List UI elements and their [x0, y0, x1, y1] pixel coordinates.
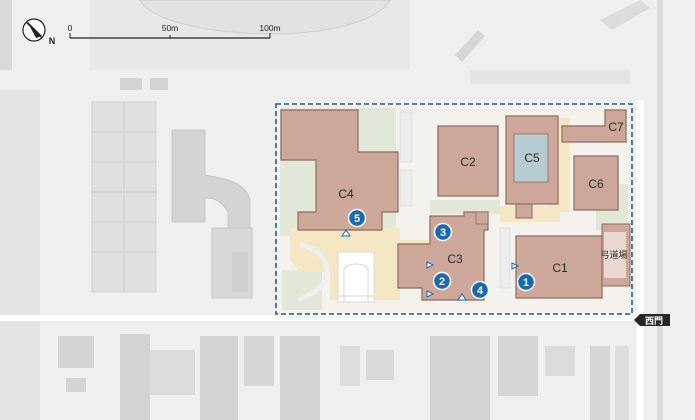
svg-text:3: 3 — [440, 227, 446, 239]
label-c6: C6 — [588, 177, 604, 191]
svg-text:2: 2 — [439, 276, 445, 288]
scale-bar: 0 50m 100m — [68, 23, 281, 39]
north-label: N — [49, 36, 56, 46]
entrance-markers — [341, 229, 520, 301]
gate-label: 西門 — [645, 316, 663, 327]
buildings — [280, 109, 631, 301]
campus-boundary — [275, 103, 633, 315]
marker-3[interactable]: 3 — [433, 222, 453, 242]
scale-tick-50m: 50m — [162, 23, 179, 33]
numbered-markers[interactable]: 1 2 3 4 5 — [347, 208, 536, 300]
svg-text:5: 5 — [354, 213, 360, 225]
building-c5-court — [513, 133, 549, 183]
svg-text:4: 4 — [477, 285, 484, 297]
marker-1[interactable]: 1 — [516, 272, 536, 292]
svg-text:1: 1 — [523, 277, 529, 289]
label-c7: C7 — [608, 120, 624, 134]
label-kyudojo: 弓道場 — [600, 249, 627, 261]
north-arrow: N — [22, 18, 56, 46]
surrounding-features — [0, 0, 663, 420]
label-c4: C4 — [338, 187, 354, 201]
west-gate-tag[interactable]: 西門 — [634, 314, 670, 327]
building-c2[interactable] — [437, 125, 499, 197]
scale-tick-100m: 100m — [259, 23, 280, 33]
label-c2: C2 — [460, 155, 476, 169]
label-c1: C1 — [552, 261, 568, 275]
label-c5: C5 — [524, 151, 540, 165]
marker-2[interactable]: 2 — [432, 271, 452, 291]
building-c6[interactable] — [573, 155, 619, 211]
marker-4[interactable]: 4 — [470, 280, 490, 300]
marker-5[interactable]: 5 — [347, 208, 367, 228]
building-c4[interactable] — [280, 109, 399, 231]
scale-tick-0: 0 — [68, 23, 73, 33]
building-c3[interactable] — [397, 211, 489, 301]
building-c7[interactable] — [561, 109, 627, 143]
label-c3: C3 — [447, 252, 463, 266]
